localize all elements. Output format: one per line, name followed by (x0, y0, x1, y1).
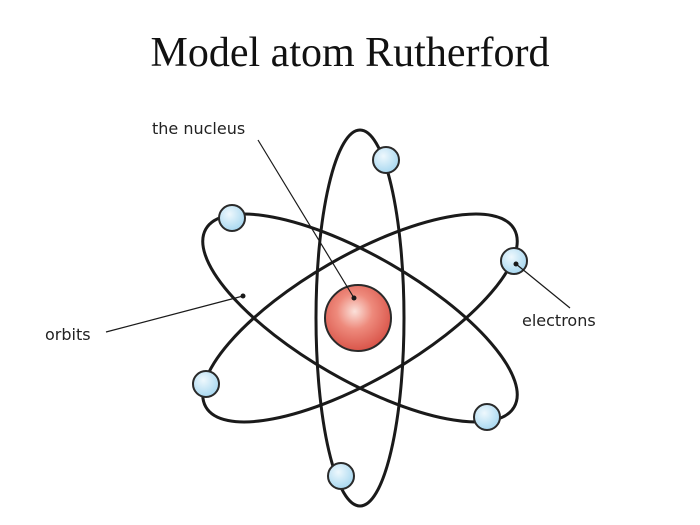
electron (192, 370, 220, 398)
electron (327, 462, 355, 490)
electrons-leader-line (515, 263, 571, 309)
electrons-label: electrons (522, 311, 596, 330)
electron (218, 204, 246, 232)
nucleus-label: the nucleus (152, 119, 245, 138)
orbit-ascending (201, 212, 519, 424)
electron (473, 403, 501, 431)
electrons-leader-dot (513, 261, 519, 267)
diagram-title: Model atom Rutherford (150, 30, 550, 76)
nucleus (324, 284, 392, 352)
nucleus-leader-line (257, 139, 355, 299)
nucleus-leader-dot (351, 295, 357, 301)
electron (372, 146, 400, 174)
orbit-vertical (314, 128, 406, 508)
orbits-leader-line (105, 295, 244, 333)
orbit-descending (201, 212, 519, 424)
orbits-leader-dot (240, 293, 246, 299)
orbits-label: orbits (45, 325, 91, 344)
